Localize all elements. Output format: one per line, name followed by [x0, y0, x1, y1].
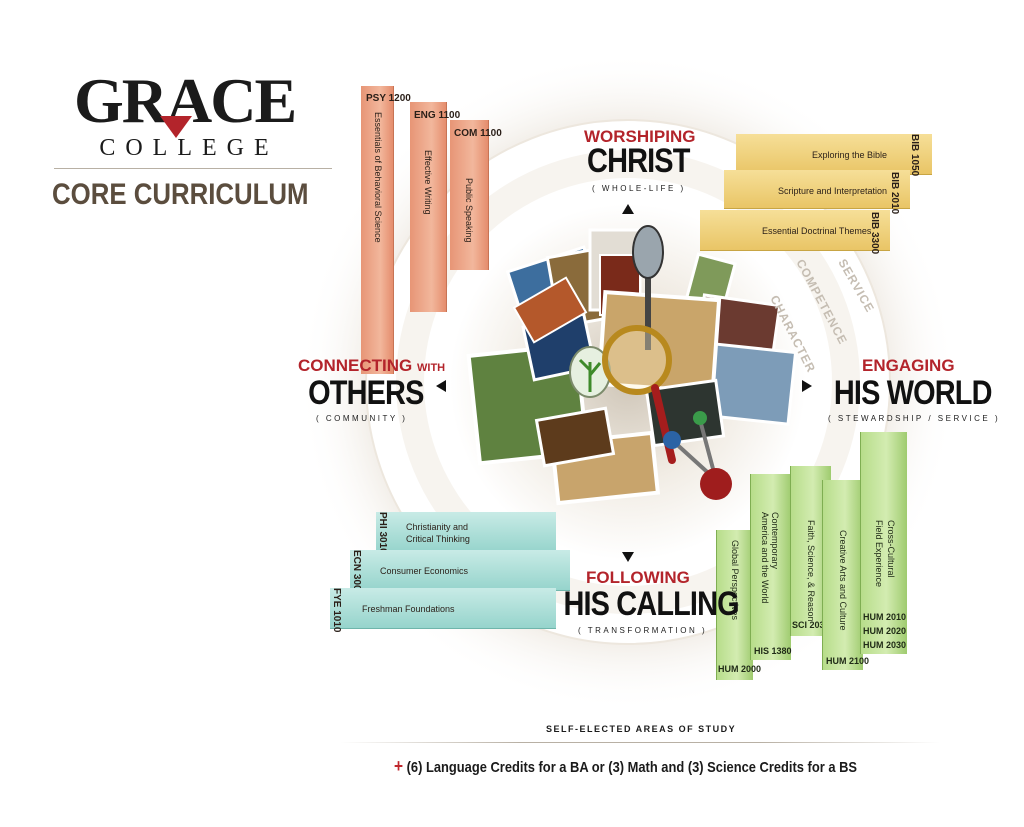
arrow-down-icon	[622, 552, 634, 562]
section-bottom-sub: ( TRANSFORMATION )	[578, 626, 708, 635]
course-name: Essentials of Behavioral Science	[373, 112, 383, 243]
arrow-left-icon	[436, 380, 446, 392]
section-left-lead-small: WITH	[417, 362, 446, 374]
course-name: Freshman Foundations	[362, 604, 455, 614]
course-name: Exploring the Bible	[812, 150, 888, 160]
course-code: BIB 3300	[869, 212, 880, 255]
course-name: Consumer Economics	[380, 566, 469, 576]
section-bottom-lead: FOLLOWING	[586, 568, 690, 587]
section-left-lead-text: CONNECTING	[298, 356, 413, 375]
course-code: PSY 1200	[366, 93, 411, 104]
logo-subtitle: COLLEGE	[99, 135, 279, 161]
course-ribbon-bib3300	[700, 210, 890, 251]
footer-divider	[340, 742, 940, 743]
section-left-title: OTHERS	[308, 374, 424, 412]
course-name: Christianity and	[406, 522, 469, 532]
course-code: BIB 2010	[889, 172, 900, 215]
section-top-title: CHRIST	[587, 142, 690, 180]
microphone-icon	[632, 225, 664, 279]
course-ribbon-hum2100	[822, 480, 863, 670]
molecule-icon	[700, 468, 732, 500]
course-ribbon-bib2010	[724, 170, 910, 209]
course-name: Creative Arts and Culture	[838, 530, 848, 631]
section-top-lead: WORSHIPING	[584, 127, 696, 146]
section-top-sub: ( WHOLE-LIFE )	[592, 184, 686, 193]
section-right-title: HIS WORLD	[833, 374, 993, 412]
section-right-lead: ENGAGING	[862, 356, 955, 375]
footer-title: SELF-ELECTED AREAS OF STUDY	[546, 724, 737, 734]
magnifying-glass-icon	[602, 325, 672, 395]
course-name: Scripture and Interpretation	[778, 186, 888, 196]
course-code: HUM 2020	[863, 626, 907, 636]
photo-paintbrushes	[512, 276, 588, 344]
microphone-stand	[645, 270, 651, 350]
course-ribbon-his1380	[750, 474, 791, 660]
footer-credits: + (6) Language Credits for a BA or (3) M…	[394, 756, 857, 777]
photo-open-book	[534, 406, 616, 468]
course-code: HUM 2010	[863, 612, 907, 622]
logo-divider	[54, 168, 332, 169]
logo-triangle-icon	[160, 116, 192, 138]
section-right-sub: ( STEWARDSHIP / SERVICE )	[828, 414, 1001, 423]
course-name: Public Speaking	[464, 178, 474, 243]
page-title: CORE CURRICULUM	[52, 178, 309, 211]
course-ribbon-fye1010	[330, 588, 556, 629]
course-ribbon-hum2010	[860, 432, 907, 654]
course-name: Cross-Cultural	[886, 520, 896, 578]
course-ribbon-psy1200	[361, 86, 394, 374]
section-left-lead: CONNECTING WITH	[298, 356, 445, 376]
course-name: Contemporary	[770, 512, 780, 570]
course-code: BIB 1050	[909, 134, 920, 177]
course-ribbon-eng1100	[410, 102, 447, 312]
plus-icon: +	[394, 756, 404, 776]
course-ribbon-phi3010	[376, 512, 556, 553]
course-name: Effective Writing	[423, 150, 433, 215]
course-name: Field Experience	[874, 520, 884, 588]
section-bottom-title: HIS CALLING	[563, 585, 739, 623]
course-code: FYE 1010	[331, 588, 342, 633]
course-code: HUM 2030	[863, 640, 907, 650]
section-left-sub: ( COMMUNITY )	[316, 414, 408, 423]
course-ribbon-com1100	[450, 120, 489, 270]
course-ribbon-hum2000	[716, 530, 753, 680]
course-code: PHI 3010	[377, 512, 388, 554]
course-name: Critical Thinking	[406, 534, 470, 544]
course-name: Essential Doctrinal Themes	[762, 226, 872, 236]
course-code: HIS 1380	[754, 646, 792, 656]
course-code: HUM 2000	[718, 664, 762, 674]
arrow-up-icon	[622, 204, 634, 214]
course-ribbon-ecn3000	[350, 550, 570, 591]
photo-collage	[466, 225, 798, 506]
course-code: HUM 2100	[826, 656, 870, 666]
course-code: ENG 1100	[414, 110, 461, 121]
outer-ring-band	[365, 119, 891, 645]
course-code: COM 1100	[454, 128, 502, 139]
footer-credits-text: (6) Language Credits for a BA or (3) Mat…	[406, 759, 858, 776]
arrow-right-icon	[802, 380, 812, 392]
course-name: Faith, Science, & Reason	[806, 520, 816, 622]
course-code: SCI 2030	[792, 620, 830, 630]
course-name: America and the World	[760, 512, 770, 604]
